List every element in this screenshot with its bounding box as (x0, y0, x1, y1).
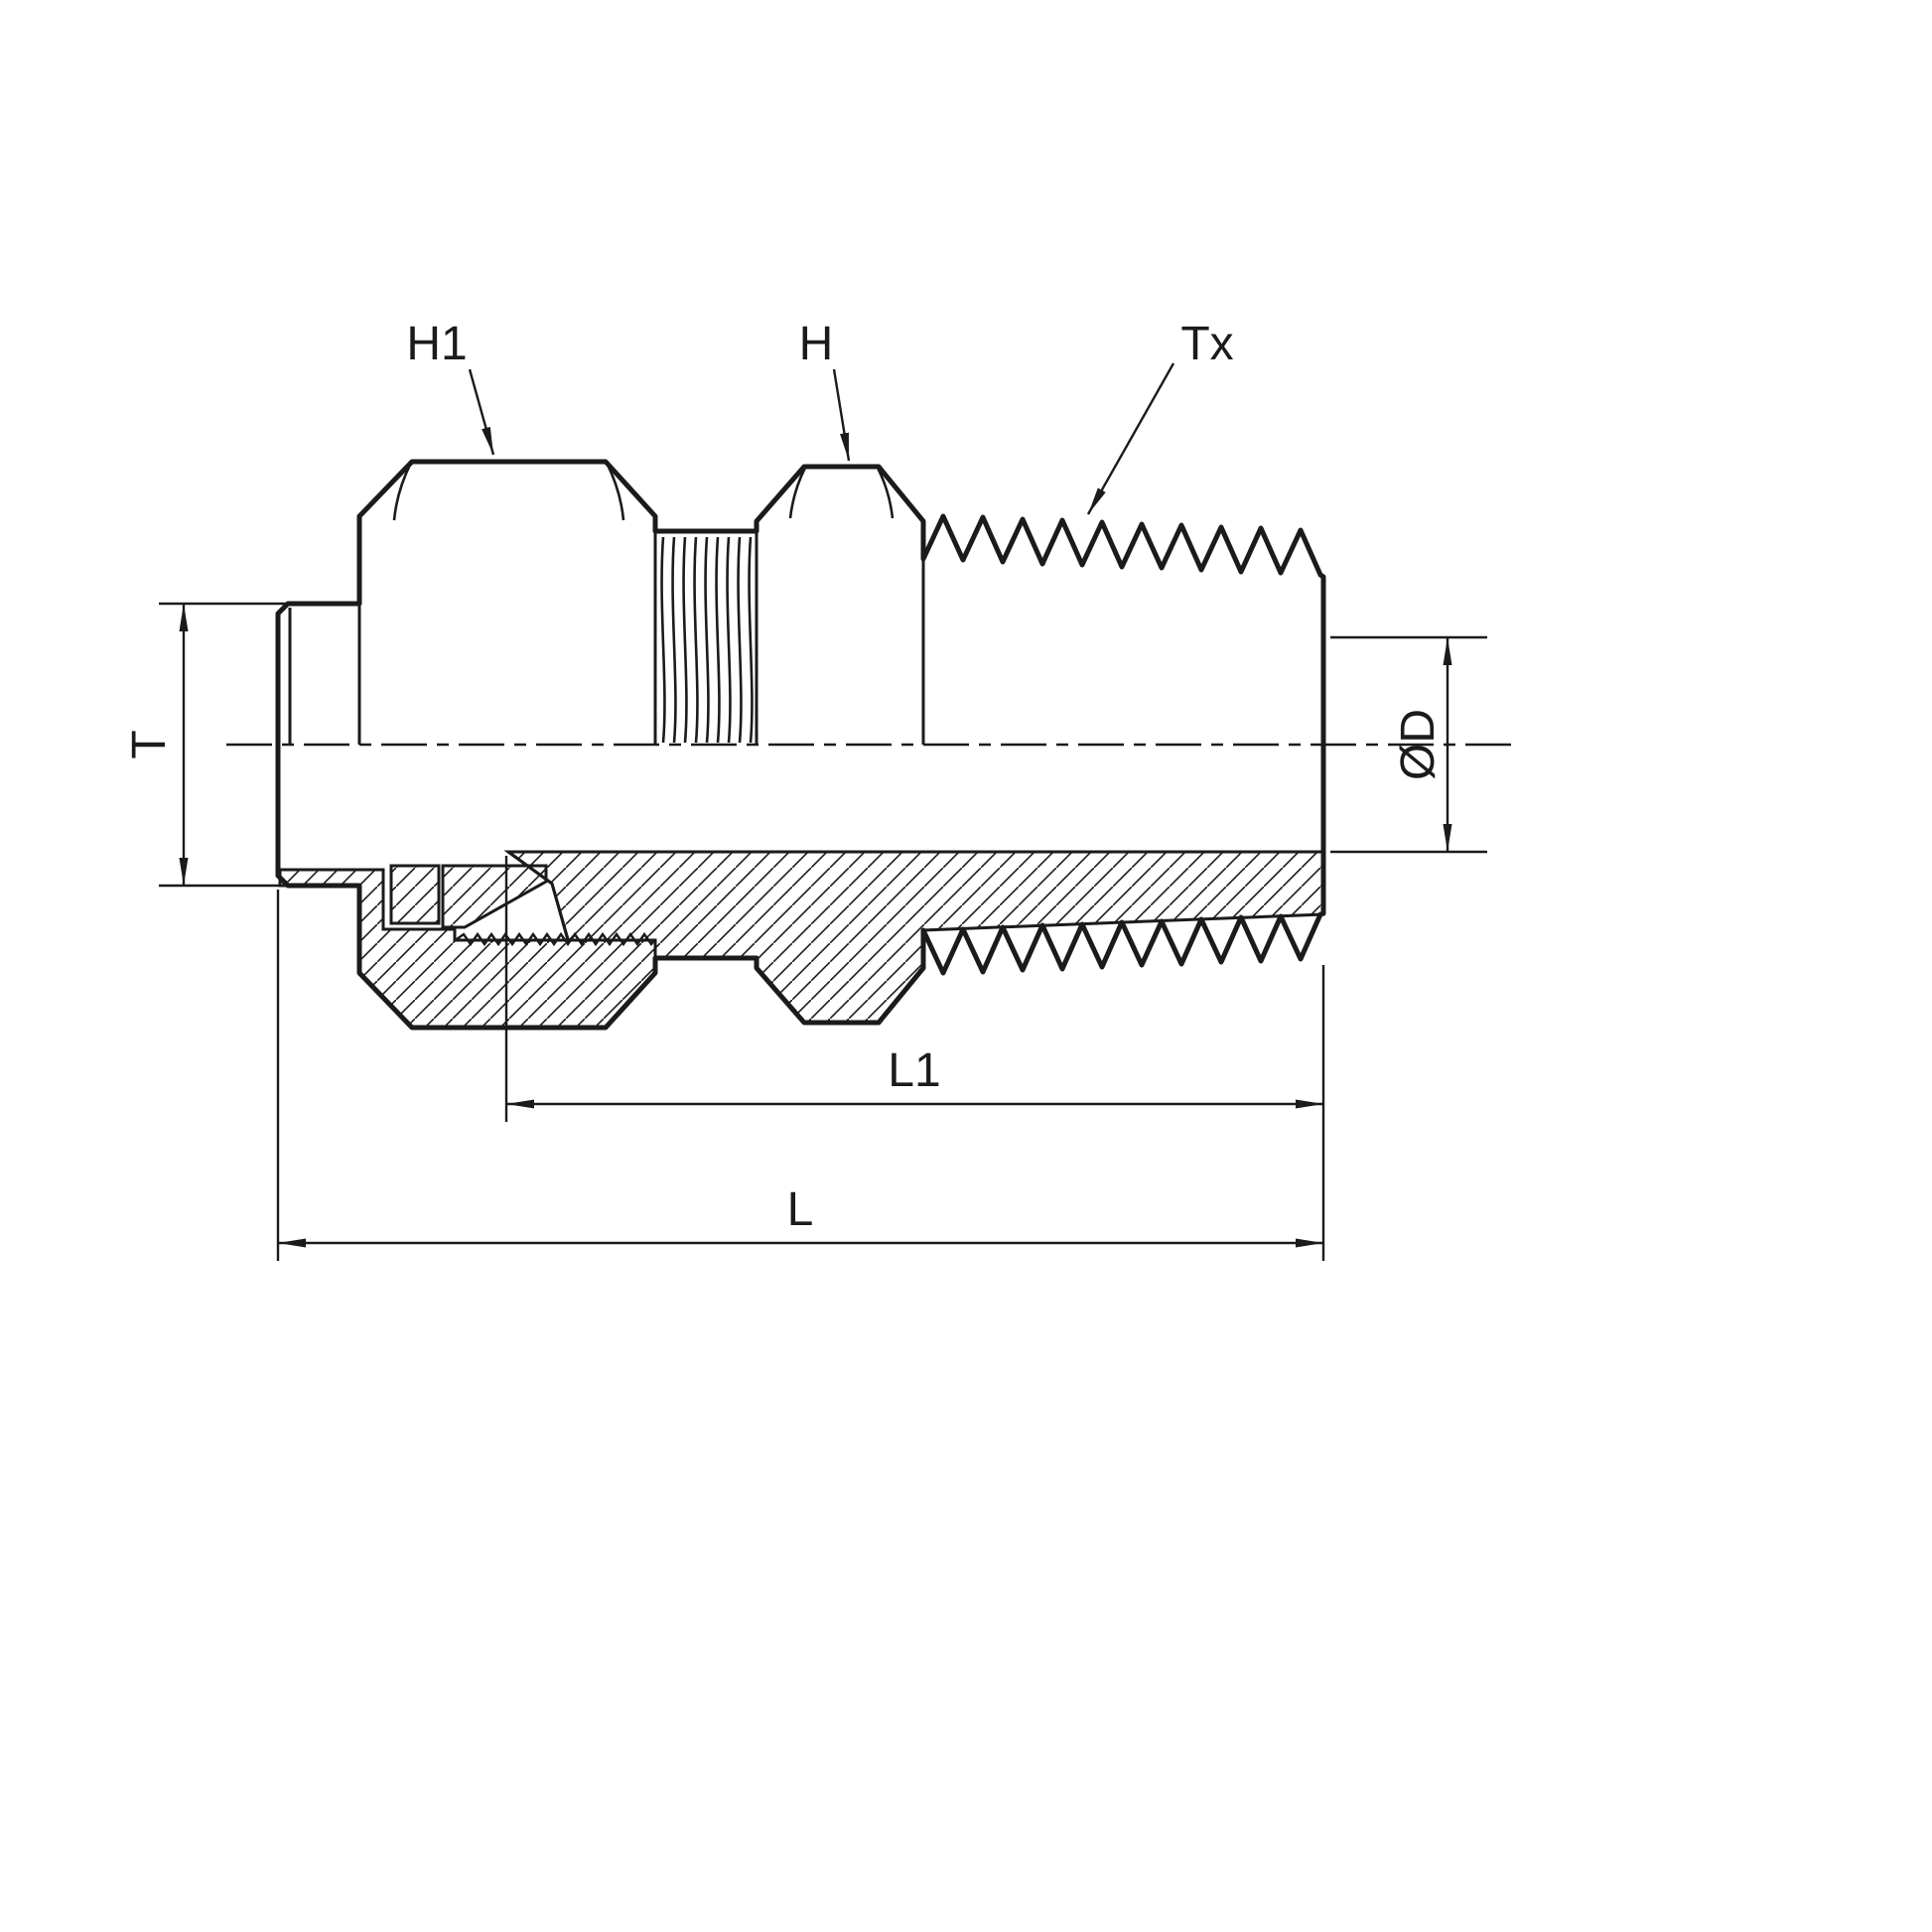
front-ferrule-section (441, 864, 548, 929)
label-L1: L1 (888, 1044, 940, 1097)
internal-section-lines (280, 462, 1323, 958)
label-H1: H1 (406, 318, 467, 370)
body-seat-cone (507, 850, 553, 886)
leader-Tx: Tx (1086, 318, 1234, 515)
leader-line (468, 368, 495, 456)
nut-body-thread-engagement (456, 931, 656, 947)
fitting-silhouette (275, 459, 1326, 1031)
leader-line (1086, 362, 1175, 515)
label-T: T (123, 730, 176, 759)
label-H: H (799, 318, 834, 370)
section-hatching (278, 850, 1325, 1030)
back-ferrule-section (389, 864, 441, 925)
body-hex-chamfer-arc (788, 467, 807, 519)
label-D: ØD (1392, 709, 1445, 780)
nut-hex-chamfer-arc (605, 462, 625, 521)
leader-H: H (799, 318, 851, 462)
thread-relief-lines (660, 536, 754, 744)
dimension-T: T (123, 602, 290, 888)
leader-H1: H1 (406, 318, 495, 456)
leader-line (832, 368, 851, 462)
body-hex-chamfer-arc (876, 467, 895, 519)
dimension-L1: L1 (504, 856, 1325, 1261)
nut-hex-chamfer-arc (392, 462, 413, 521)
label-L: L (787, 1183, 814, 1236)
dimension-L: L (276, 890, 1323, 1261)
dimension-D: ØD (1330, 635, 1487, 854)
label-Tx: Tx (1180, 318, 1233, 370)
